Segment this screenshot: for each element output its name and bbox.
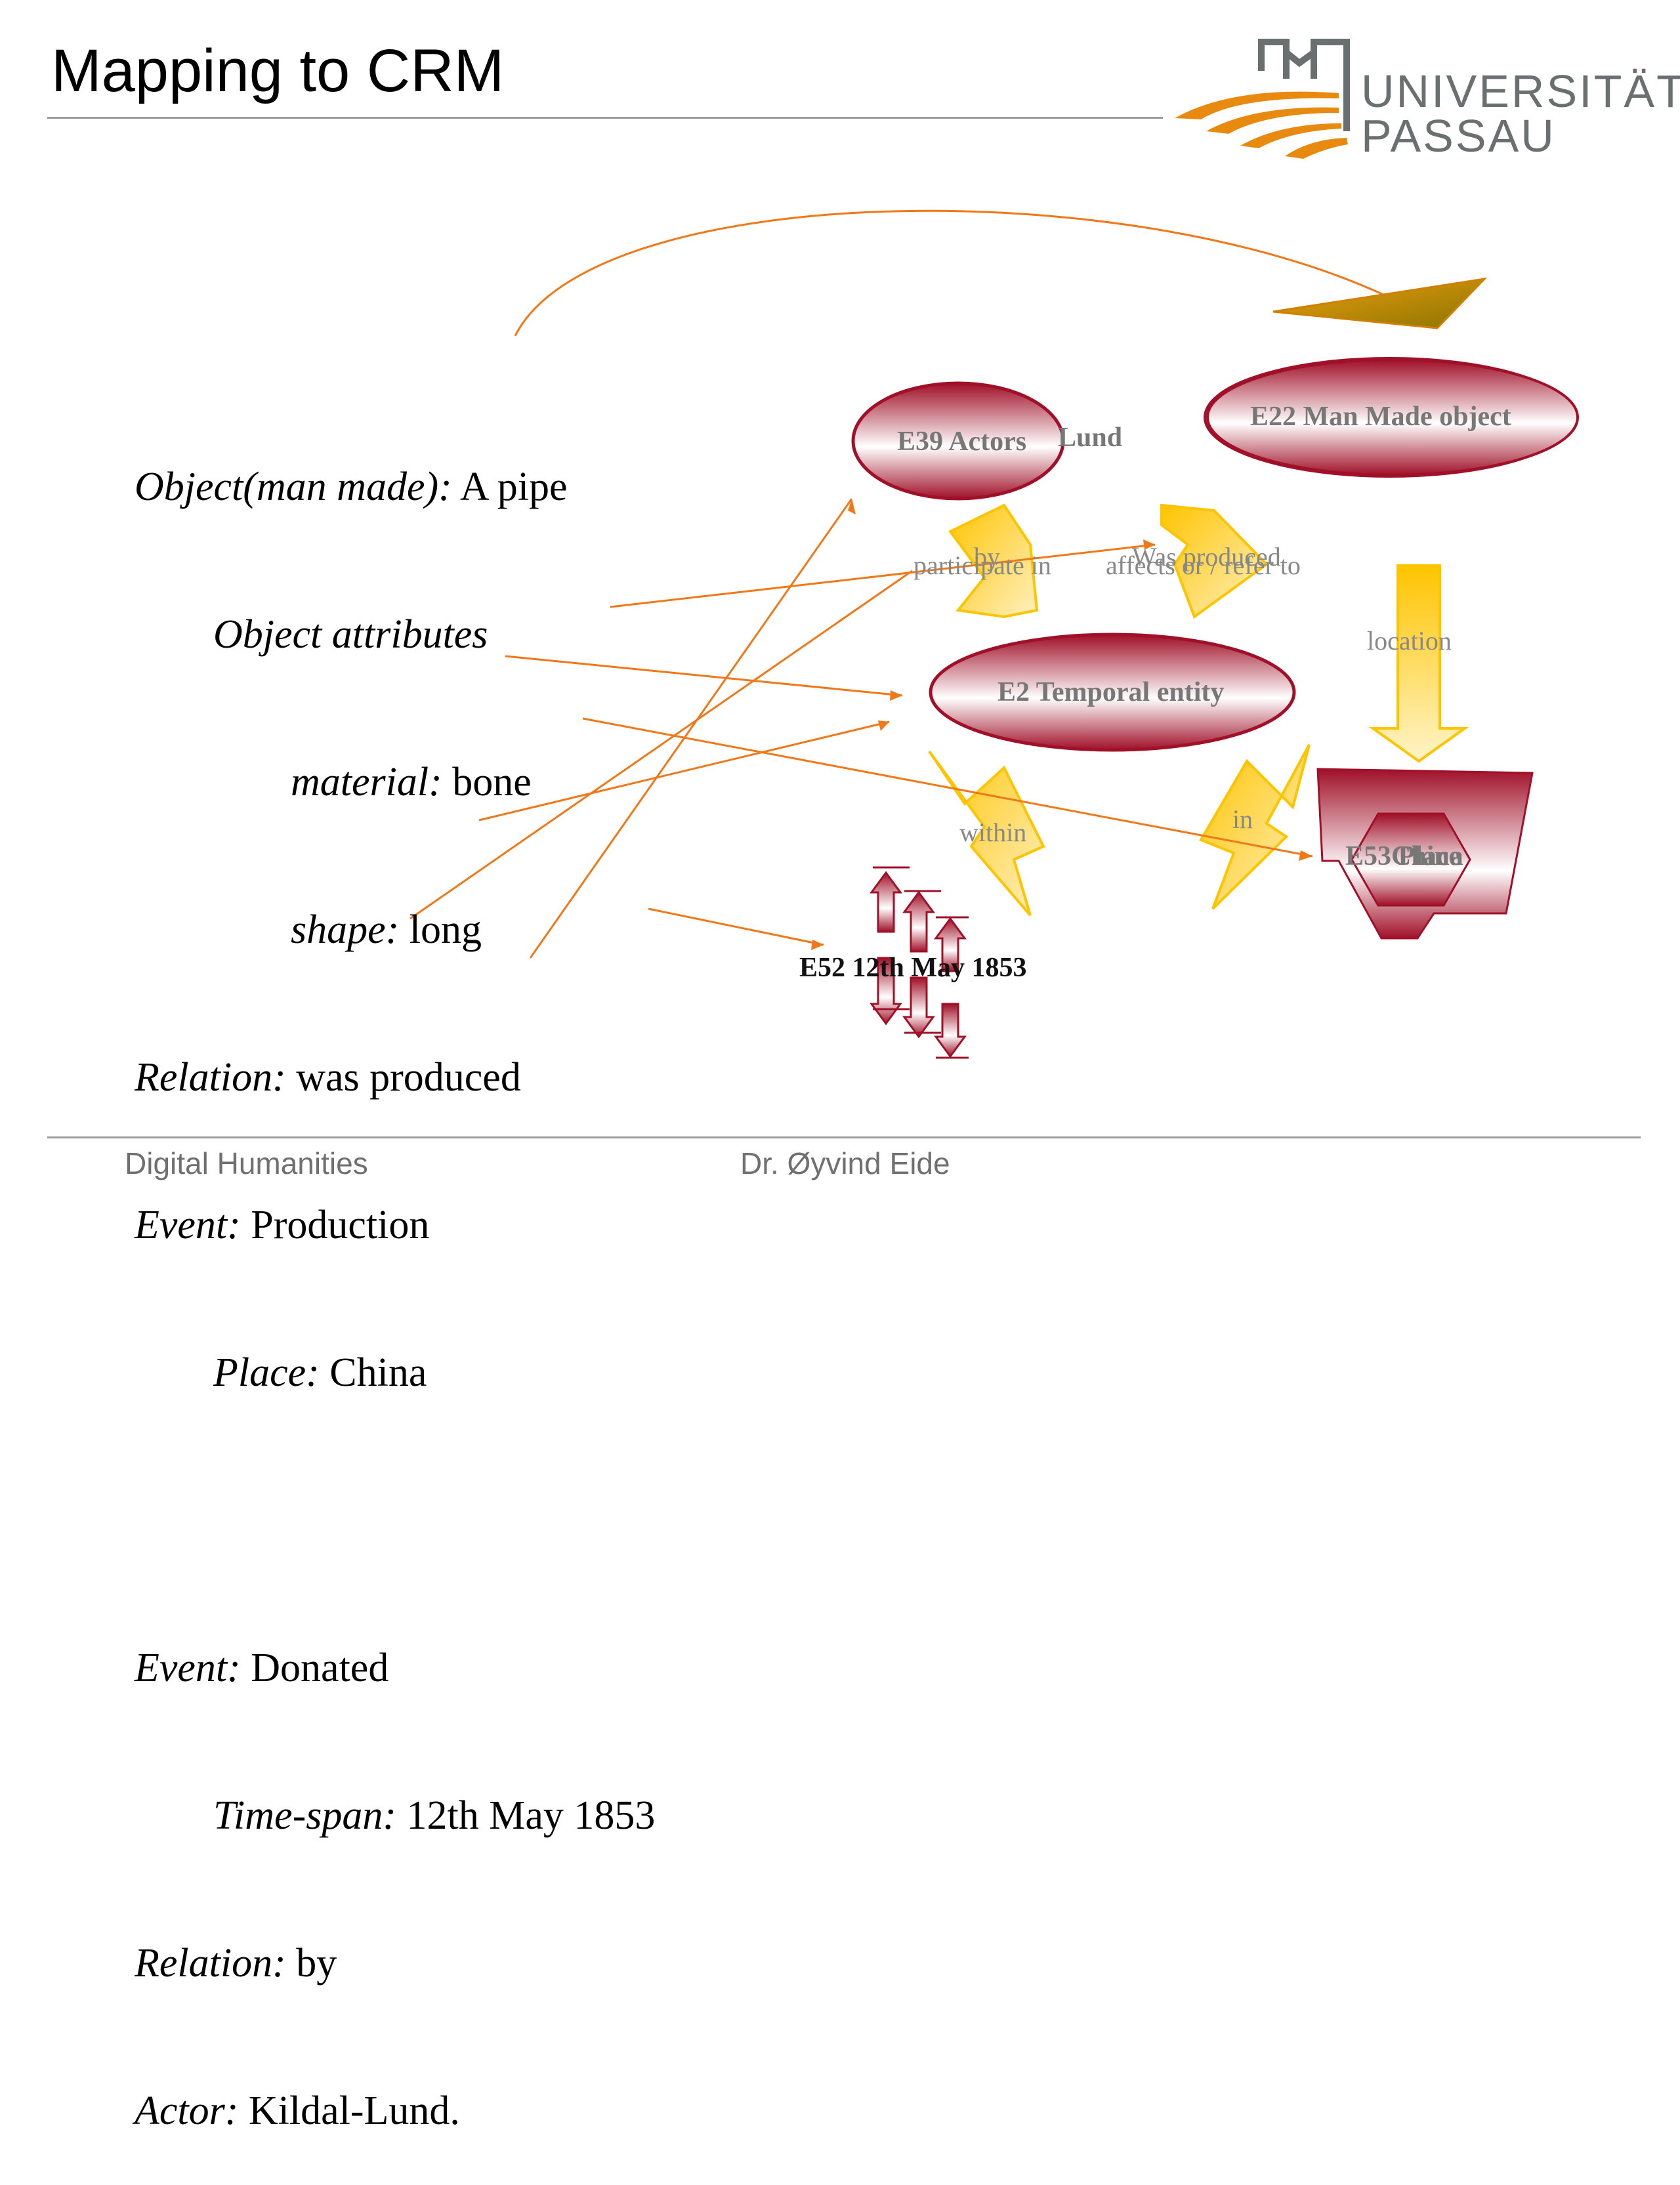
- line-shape: shape: long: [291, 907, 482, 952]
- line-attributes: Object attributes: [213, 612, 488, 657]
- label-by: by: [974, 542, 1000, 572]
- label-participate-in: participate in: [914, 551, 1051, 580]
- line-object: Object(man made): A pipe: [135, 465, 568, 509]
- crm-diagram: E39 Actors Lund E22 Man Made object E2 T…: [410, 209, 1579, 1059]
- arrow-location: [1368, 564, 1469, 763]
- label-location: location: [1367, 626, 1452, 656]
- arrow-within: [928, 750, 1045, 917]
- node-e22: [1206, 358, 1579, 476]
- logo-line-universitat: UNIVERSITÄT: [1361, 66, 1680, 117]
- arrow-participate-in: [948, 503, 1039, 619]
- label-e53-china: China: [1391, 841, 1463, 871]
- slide-title: Mapping to CRM: [51, 37, 505, 104]
- label-in: in: [1232, 804, 1253, 834]
- label-within: within: [959, 818, 1026, 847]
- label-affects: affects or / refer to: [1106, 551, 1301, 580]
- label-e39-overlap: Lund: [1058, 423, 1122, 453]
- line-material: material: bone: [291, 760, 532, 804]
- line-event-donated: Event: Donated: [135, 1646, 389, 1690]
- title-divider: [47, 117, 1163, 119]
- line-relation-by: Relation: by: [135, 1941, 337, 1986]
- line-event-production: Event: Production: [135, 1203, 430, 1247]
- label-e39: E39 Actors: [897, 427, 1026, 457]
- arrow-was-produced: [1160, 503, 1269, 619]
- mapping-lines: [410, 498, 1313, 959]
- node-e39: [851, 381, 1065, 501]
- node-e2: [929, 633, 1296, 752]
- label-e52: E52 12th May 1853: [799, 953, 1027, 983]
- label-e2: E2 Temporal entity: [998, 677, 1224, 707]
- footer-course: Digital Humanities: [125, 1146, 368, 1180]
- line-place: Place: China: [213, 1350, 427, 1395]
- mapping-arrowheads: [811, 499, 1312, 950]
- line-timespan: Time-span: 12th May 1853: [213, 1793, 656, 1838]
- logo-line-passau: PASSAU: [1361, 110, 1556, 161]
- wedge-arrow-head: [1272, 277, 1488, 329]
- label-e53-place: E53 Place: [1345, 841, 1461, 871]
- logo-emblem: [1175, 39, 1350, 159]
- label-e22: E22 Man Made object: [1250, 402, 1511, 432]
- mapping-description: Object(man made): A pipe Object attribut…: [135, 364, 655, 2185]
- line-relation-produced: Relation: was produced: [135, 1055, 521, 1100]
- node-e52-arrows: [870, 866, 969, 1059]
- label-was-produced: Was produced: [1132, 542, 1281, 572]
- line-gap: [135, 1496, 655, 1545]
- arc-connector: [514, 209, 1385, 337]
- node-e53-chevron: [1351, 812, 1471, 907]
- footer-author: Dr. Øyvind Eide: [740, 1146, 950, 1180]
- line-actor: Actor: Kildal-Lund.: [135, 2089, 460, 2133]
- footer-divider: [47, 1136, 1641, 1138]
- arrow-in: [1199, 744, 1311, 910]
